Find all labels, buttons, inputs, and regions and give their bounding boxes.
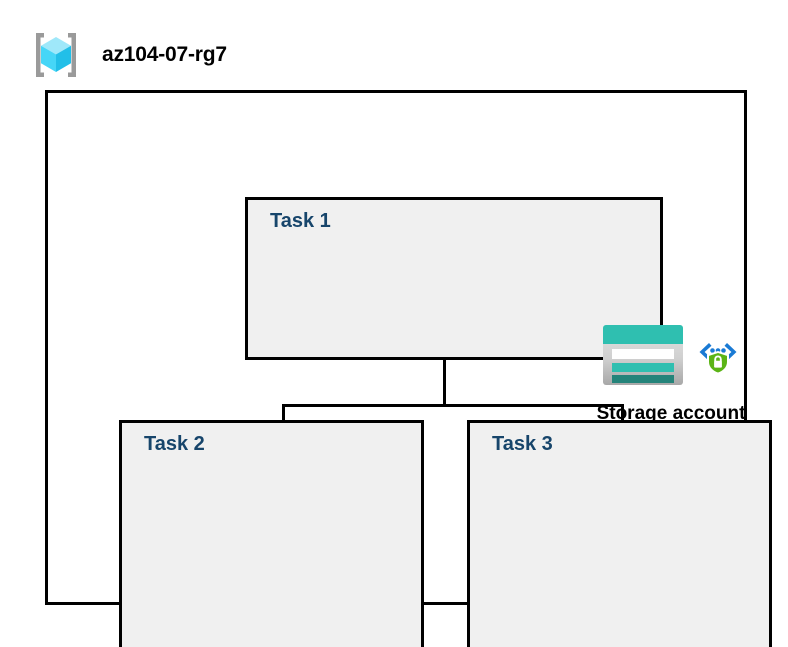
- resource-group-title: az104-07-rg7: [102, 43, 227, 66]
- connector-horizontal-bus: [282, 404, 624, 407]
- task-3-label: Task 3: [492, 433, 553, 455]
- storage-account-caption: Storage account: [596, 403, 746, 424]
- storage-account-caption-wrap: Storage account: [597, 404, 746, 424]
- task-2-label: Task 2: [144, 433, 205, 455]
- resource-group-header: az104-07-rg7: [28, 26, 328, 84]
- resource-group-icon: [28, 27, 84, 83]
- storage-account-node[interactable]: Storage account: [596, 322, 746, 424]
- secure-code-shield-icon: [694, 330, 742, 384]
- task-2-box: Task 2: [119, 420, 424, 647]
- task-3-box: Task 3: [467, 420, 772, 647]
- task-1-box: Task 1: [245, 197, 745, 423]
- resource-group-boundary: Task 1: [45, 90, 772, 647]
- task-1-label: Task 1: [270, 210, 331, 232]
- storage-account-icon: [600, 322, 686, 393]
- storage-account-icon-row: [600, 322, 742, 392]
- connector-storage-to-bus: [443, 360, 446, 407]
